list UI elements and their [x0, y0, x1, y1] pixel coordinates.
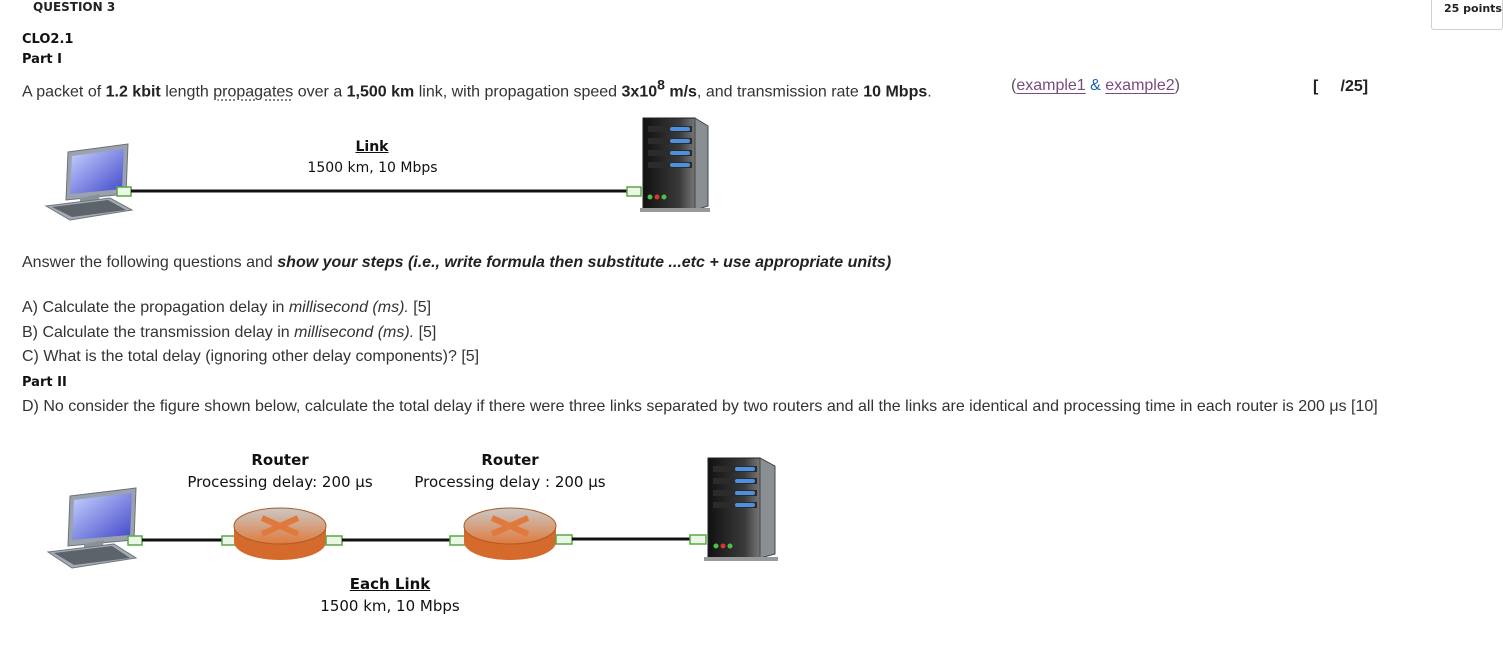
port-icon: [325, 535, 343, 546]
port-icon: [449, 535, 467, 546]
score-field: [ /25]: [1313, 78, 1369, 95]
example-links: (example1 & example2): [1011, 77, 1180, 95]
transmission-rate: 10 Mbps: [863, 83, 928, 101]
port-icon: [116, 186, 132, 197]
text: A) Calculate the propagation delay in: [22, 299, 289, 316]
link-title: Link: [355, 139, 389, 155]
router1-delay: Processing delay: 200 μs: [187, 473, 373, 491]
router-diagram: [46, 457, 778, 569]
clo-label: CLO2.1: [22, 32, 74, 47]
speed-unit: m/s: [664, 83, 697, 101]
part1-heading: Part I: [22, 52, 62, 67]
marks: [5]: [414, 324, 437, 341]
exponent: 8: [657, 77, 665, 93]
paren: ): [1174, 77, 1180, 94]
server-icon: [640, 117, 710, 212]
text: , and transmission rate: [696, 83, 864, 101]
text: over a: [293, 83, 347, 101]
part2-heading: Part II: [22, 375, 67, 390]
port-icon: [221, 535, 237, 546]
problem-statement: A packet of 1.2 kbit length propagates o…: [22, 77, 932, 101]
link-diagram: [44, 117, 710, 221]
port-icon: [689, 534, 707, 545]
question-label: QUESTION 3: [33, 0, 116, 14]
instructions: Answer the following questions and show …: [22, 254, 891, 272]
propagation-speed: 3x10: [621, 83, 658, 101]
port-icon: [626, 186, 642, 197]
each-link-title: Each Link: [349, 575, 431, 593]
example2-link[interactable]: example2: [1105, 77, 1175, 94]
router-icon: [463, 507, 557, 560]
port-icon: [555, 534, 573, 545]
packet-length: 1.2 kbit: [105, 83, 161, 101]
question-a: A) Calculate the propagation delay in mi…: [22, 299, 431, 317]
router-icon: [233, 507, 327, 560]
port-icon: [127, 535, 143, 546]
router2-title: Router: [481, 451, 539, 469]
paren: (: [1011, 77, 1017, 94]
server-icon: [704, 457, 778, 561]
text: link, with propagation speed: [414, 83, 622, 101]
router1-title: Router: [251, 451, 309, 469]
router2-delay: Processing delay : 200 μs: [414, 473, 606, 491]
link-spec: 1500 km, 10 Mbps: [307, 160, 438, 176]
text: .: [927, 83, 932, 101]
link-length: 1,500 km: [346, 83, 415, 101]
each-link-spec: 1500 km, 10 Mbps: [320, 597, 460, 615]
text: length: [160, 83, 214, 101]
marks: [5]: [408, 299, 432, 316]
question-b: B) Calculate the transmission delay in m…: [22, 324, 436, 342]
computer-icon: [46, 487, 138, 569]
question-c: C) What is the total delay (ignoring oth…: [22, 348, 480, 365]
spellcheck-word: propagates: [213, 83, 294, 101]
ampersand: &: [1085, 77, 1106, 94]
example1-link[interactable]: example1: [1016, 77, 1086, 94]
text: B) Calculate the transmission delay in: [22, 324, 295, 341]
points-label: 25 points: [1444, 2, 1502, 15]
unit: millisecond (ms).: [288, 299, 409, 316]
unit: millisecond (ms).: [294, 324, 415, 341]
computer-icon: [44, 143, 134, 221]
question-d: D) No consider the figure shown below, c…: [22, 398, 1378, 415]
text: Answer the following questions and: [22, 254, 278, 271]
emphasis: show your steps (i.e., write formula the…: [277, 254, 892, 271]
text: A packet of: [22, 83, 106, 101]
